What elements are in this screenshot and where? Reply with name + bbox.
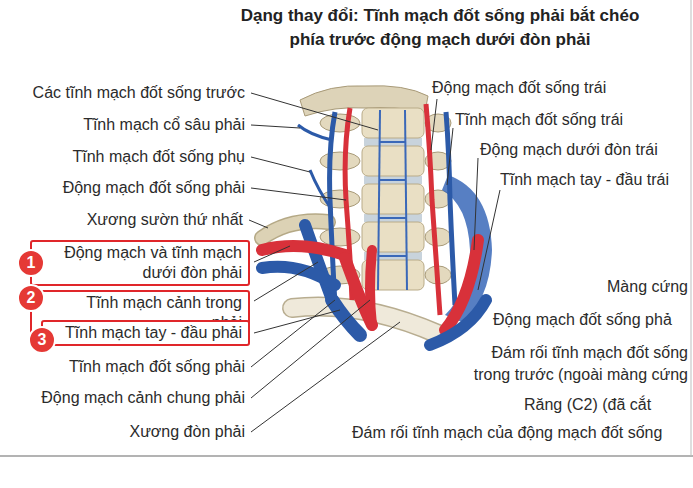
bone [262, 86, 451, 334]
callout-box: Động mạch và tĩnh mạch dưới đòn phải [30, 240, 250, 286]
leader-lines-part [478, 190, 500, 290]
vessels-part [379, 142, 406, 256]
vessels-part [262, 267, 335, 285]
callout-number-text: 2 [27, 289, 36, 306]
bone-part [262, 221, 328, 238]
leader-lines-part [254, 310, 340, 333]
frame-line [0, 0, 693, 456]
frame-line-part [691, 0, 692, 456]
vessels [262, 104, 492, 345]
leader-lines-part [447, 128, 453, 185]
part-label: Tĩnh mạch đốt sống phải [69, 357, 245, 377]
leader-lines-part [251, 188, 346, 200]
leader-lines-part [254, 246, 290, 262]
leader-lines-part [251, 125, 300, 128]
callout-number: 3 [28, 326, 56, 354]
leader-lines-part [251, 93, 378, 130]
part-label: Màng cứng [607, 277, 688, 297]
bone-part [262, 221, 328, 238]
part-label: Tĩnh mạch đốt sống phụ [72, 147, 245, 167]
part-label: Động mạch đốt sống trái [432, 78, 606, 98]
bone-part [362, 108, 424, 138]
vessels-part [298, 125, 332, 140]
part-label: Động mạch dưới đòn trái [480, 140, 658, 160]
leader-lines-part [251, 157, 310, 172]
part-label: Động mạch đốt sống phải [63, 178, 245, 198]
bone-part [362, 184, 424, 214]
leader-lines-part [431, 99, 437, 150]
vessels-part [378, 110, 380, 290]
part-label: Răng (C2) (đã cắt [524, 395, 651, 415]
box-label: Tĩnh mạch tay - đầu phải [65, 323, 242, 343]
part-label: Xương đòn phải [129, 422, 245, 442]
bone-part [320, 152, 360, 170]
part-label: Các tĩnh mạch đốt sống trước [33, 83, 245, 103]
callout-number-text: 1 [27, 254, 36, 271]
leader-lines-part [254, 262, 318, 301]
part-label: Tĩnh mạch tay - đầu trái [500, 170, 669, 190]
callout-number: 2 [17, 284, 45, 312]
leader-lines-part [474, 158, 478, 250]
part-label: Đám rối tĩnh mạch của động mạch đốt sống [352, 423, 662, 443]
part-label: Đám rối tĩnh mạch đốt sống trong trước (… [456, 342, 688, 386]
leader-lines-part [251, 300, 335, 367]
vessels-part [332, 300, 360, 335]
leader-lines-part [251, 300, 370, 398]
frame-line-part [0, 455, 693, 457]
vessels-part [305, 225, 332, 300]
leader-lines-part [251, 322, 400, 432]
leader-lines [249, 93, 500, 432]
callout-box: Tĩnh mạch tay - đầu phải [41, 320, 250, 346]
vessels-part [370, 250, 372, 325]
part-label: Động mạch cảnh chung phải [41, 388, 245, 408]
vessels-part [310, 170, 332, 210]
part-label: Xương sườn thứ nhất [87, 210, 243, 230]
part-label: Tĩnh mạch đốt sống trái [455, 110, 623, 130]
callout-number-text: 3 [38, 331, 47, 348]
callout-number: 1 [17, 249, 45, 277]
diagram-title: Dạng thay đổi: Tĩnh mạch đốt sống phải b… [240, 4, 640, 52]
bone-part [362, 146, 424, 176]
vessels-part [430, 300, 486, 345]
leader-lines-part [249, 220, 268, 228]
vessels-part [446, 112, 455, 305]
part-label: Tĩnh mạch cổ sâu phải [83, 115, 245, 135]
box-label: Động mạch và tĩnh mạch dưới đòn phải [52, 243, 242, 283]
bone-part [320, 228, 360, 246]
part-label: Động mạch đốt sống phả [493, 310, 672, 330]
bone-part [425, 228, 451, 246]
vessels-part [262, 246, 345, 255]
vessels-part [405, 110, 407, 290]
